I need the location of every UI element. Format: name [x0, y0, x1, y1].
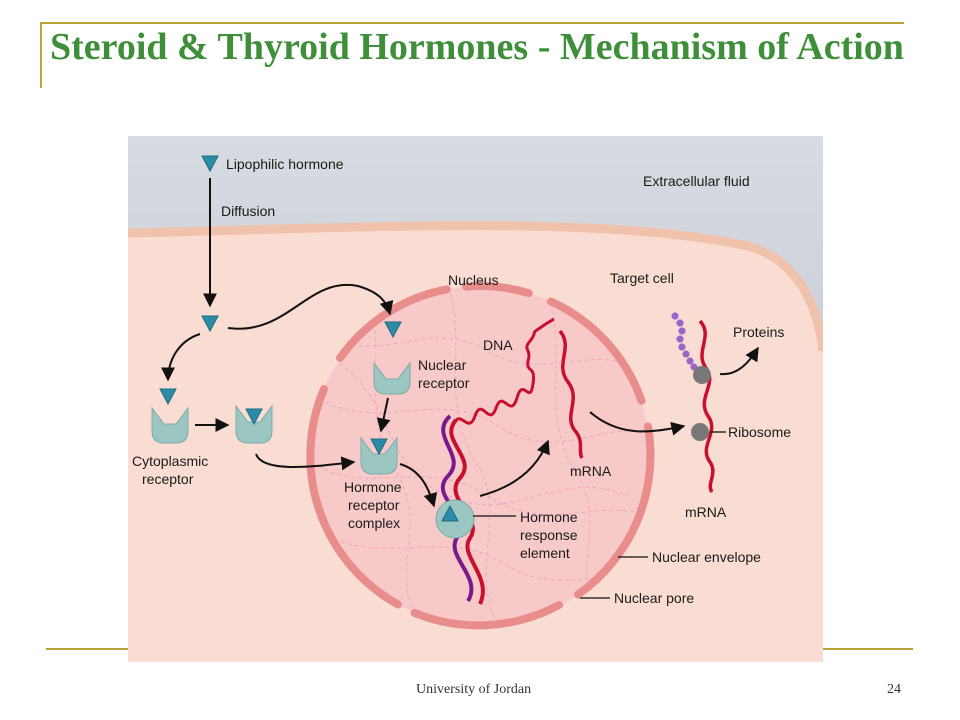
arrow-to-nucleus: [227, 283, 394, 330]
hormone-receptor-complex-shape: [360, 436, 398, 475]
label-dna: DNA: [483, 337, 513, 353]
arrow-proteins: [719, 346, 759, 376]
hormone-free: [159, 388, 177, 406]
hormone-mechanism-diagram: Lipophilic hormone Diffusion Extracellul…: [128, 136, 823, 662]
bound-hormone-2: [370, 438, 388, 456]
label-cytoplasmic-receptor-2: receptor: [142, 471, 194, 487]
slide-title: Steroid & Thyroid Hormones - Mechanism o…: [50, 26, 904, 68]
top-rule-horizontal: [40, 22, 904, 24]
bottom-rule-left: [46, 648, 130, 650]
label-ribosome: Ribosome: [728, 424, 791, 440]
mrna-nucleus-strand: [558, 329, 584, 459]
mrna-cytoplasm-strand: [698, 319, 715, 494]
label-nuclear-receptor-1: Nuclear: [418, 357, 467, 373]
arrow-to-complex: [255, 453, 356, 471]
hormone-nuclear: [384, 321, 402, 339]
bottom-rule-right: [823, 648, 913, 650]
cell-membrane: [128, 221, 823, 352]
arrow-to-hre: [399, 463, 438, 508]
label-mrna-cytoplasm: mRNA: [685, 504, 727, 520]
arrow-transcription: [479, 439, 550, 497]
page-number: 24: [887, 682, 901, 697]
label-target-cell: Target cell: [610, 270, 674, 286]
label-hormone-receptor-2: receptor: [348, 497, 400, 513]
bound-hormone-1: [245, 408, 263, 426]
bound-hormone-3: [441, 504, 459, 522]
label-lipophilic-hormone: Lipophilic hormone: [226, 156, 344, 172]
label-extracellular-fluid: Extracellular fluid: [643, 173, 750, 189]
arrow-mrna-export: [589, 411, 686, 436]
top-rule-vertical: [40, 22, 42, 88]
ribosome-lower: [691, 423, 709, 441]
label-cytoplasmic-receptor-1: Cytoplasmic: [132, 453, 208, 469]
label-nuclear-pore: Nuclear pore: [614, 590, 694, 606]
label-nuclear-envelope: Nuclear envelope: [652, 549, 761, 565]
label-hormone-receptor-3: complex: [348, 515, 400, 531]
label-nuclear-receptor-2: receptor: [418, 375, 470, 391]
label-hre-1: Hormone: [520, 509, 578, 525]
label-hormone-receptor-1: Hormone: [344, 479, 402, 495]
nucleus: [310, 286, 650, 626]
nuclear-receptor: [373, 361, 411, 395]
cytoplasmic-receptor-empty: [151, 406, 189, 444]
protein-chain: [671, 312, 698, 371]
dna-coil: [451, 317, 555, 427]
label-nucleus: Nucleus: [448, 272, 499, 288]
label-proteins: Proteins: [733, 324, 784, 340]
label-hre-3: element: [520, 545, 570, 561]
label-diffusion: Diffusion: [221, 203, 275, 219]
hormone-diffused: [201, 315, 219, 333]
label-mrna-nucleus: mRNA: [570, 463, 612, 479]
arrow-nuclear-receptor-down: [376, 397, 391, 433]
arrow-to-cytoplasmic-receptor: [161, 333, 201, 382]
ribosome-upper: [693, 366, 711, 384]
footer-text: University of Jordan: [416, 682, 532, 697]
nuclear-envelope: [306, 282, 655, 630]
label-hre-2: response: [520, 527, 578, 543]
hormone-legend-icon: [201, 155, 219, 173]
